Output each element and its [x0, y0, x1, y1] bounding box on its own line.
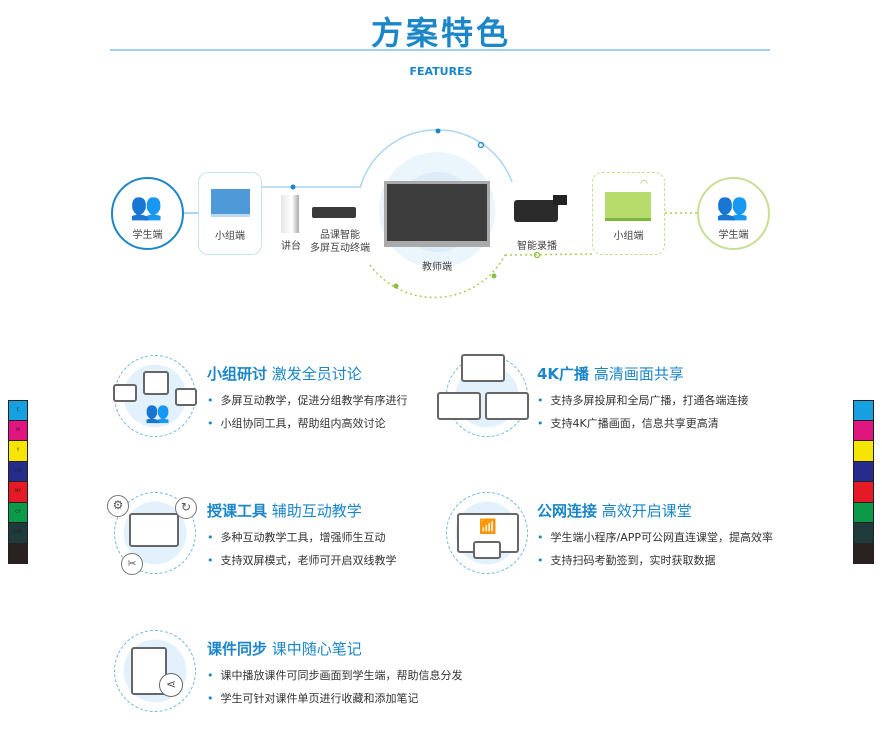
color-swatch: [853, 482, 874, 503]
feature-teaching-tools: 授课工具 辅助互动教学 多种互动教学工具，增强师生互动 支持双屏模式，老师可开启…: [207, 500, 397, 568]
color-swatch: C: [8, 400, 28, 421]
feature-bullet: 支持扫码考勤签到，实时获取数据: [537, 552, 773, 568]
color-swatch: [853, 461, 874, 482]
broadcast-icon: [437, 354, 529, 437]
page-title: 方案特色: [370, 14, 511, 52]
color-bar-right: [853, 400, 874, 564]
feature-bullet: 课中播放课件可同步画面到学生端，帮助信息分发: [207, 667, 463, 683]
color-swatch: [853, 543, 874, 564]
feature-bullet: 小组协同工具，帮助组内高效讨论: [207, 415, 408, 431]
courseware-sync-icon: ⋖: [114, 630, 196, 712]
color-swatch: K: [8, 543, 28, 564]
feature-bullet: 多屏互动教学，促进分组教学有序进行: [207, 392, 408, 408]
terminal-label: 品课智能 多屏互动终端: [305, 229, 375, 255]
users-icon: 👥: [130, 192, 163, 222]
color-swatch: Y: [8, 441, 28, 462]
color-swatch: CMY: [8, 523, 28, 544]
student-right-label: 学生端: [718, 230, 749, 241]
recorder-icon: [514, 200, 558, 222]
feature-title: 4K广播 高清画面共享: [537, 365, 684, 383]
wifi-icon: ◠: [640, 179, 648, 189]
feature-bullet: 支持多屏投屏和全局广播，打通各端连接: [537, 392, 749, 408]
page-subtitle: FEATURES: [409, 65, 473, 78]
feature-title: 公网连接 高效开启课堂: [537, 502, 692, 520]
podium-label: 讲台: [281, 241, 301, 252]
podium-icon: [281, 195, 299, 233]
feature-group-discussion: 小组研讨 激发全员讨论 多屏互动教学，促进分组教学有序进行 小组协同工具，帮助组…: [207, 363, 408, 431]
student-node-left: [111, 177, 184, 250]
group-node-left: [198, 172, 262, 255]
feature-bullet: 支持4K广播画面，信息共享更高清: [537, 415, 749, 431]
teacher-label: 教师端: [422, 262, 452, 273]
terminal-label-line2: 多屏互动终端: [310, 243, 370, 254]
color-swatch: [853, 400, 874, 421]
color-swatch: [853, 502, 874, 523]
color-swatch: CM: [8, 461, 28, 482]
feature-4k-broadcast: 4K广播 高清画面共享 支持多屏投屏和全局广播，打通各端连接 支持4K广播画面，…: [537, 363, 749, 431]
color-swatch: MY: [8, 482, 28, 503]
feature-bullet: 支持双屏模式，老师可开启双线教学: [207, 552, 397, 568]
color-swatch: [853, 523, 874, 544]
student-node-right: [697, 177, 770, 250]
feature-title: 授课工具 辅助互动教学: [207, 502, 362, 520]
discussion-icon: 👥: [113, 355, 197, 437]
public-network-icon: 📶: [446, 492, 528, 574]
feature-title: 课件同步 课中随心笔记: [207, 640, 362, 658]
tablet-icon: [211, 189, 250, 217]
feature-bullet: 学生可针对课件单页进行收藏和添加笔记: [207, 690, 463, 706]
recorder-mount-icon: [553, 195, 567, 205]
color-swatch: [853, 441, 874, 462]
color-swatch: CY: [8, 502, 28, 523]
terminal-icon: [312, 207, 356, 218]
feature-courseware-sync: 课件同步 课中随心笔记 课中播放课件可同步画面到学生端，帮助信息分发 学生可针对…: [207, 638, 463, 706]
recorder-label: 智能录播: [517, 241, 557, 252]
color-swatch: [853, 420, 874, 441]
terminal-label-line1: 品课智能: [320, 230, 360, 241]
users-icon: 👥: [716, 192, 749, 222]
feature-bullet: 多种互动教学工具，增强师生互动: [207, 529, 397, 545]
group-right-label: 小组端: [613, 231, 644, 242]
teaching-tools-icon: ⚙ ↻ ✂: [107, 492, 197, 575]
student-left-label: 学生端: [132, 230, 163, 241]
color-swatch: M: [8, 420, 28, 441]
feature-bullet: 学生端小程序/APP可公网直连课堂，提高效率: [537, 529, 774, 545]
teacher-display-icon: [384, 181, 490, 247]
title-divider: [110, 49, 770, 51]
feature-title: 小组研讨 激发全员讨论: [207, 365, 362, 383]
green-tablet-icon: [605, 192, 651, 221]
group-left-label: 小组端: [215, 231, 245, 242]
feature-public-network: 公网连接 高效开启课堂 学生端小程序/APP可公网直连课堂，提高效率 支持扫码考…: [537, 500, 773, 568]
